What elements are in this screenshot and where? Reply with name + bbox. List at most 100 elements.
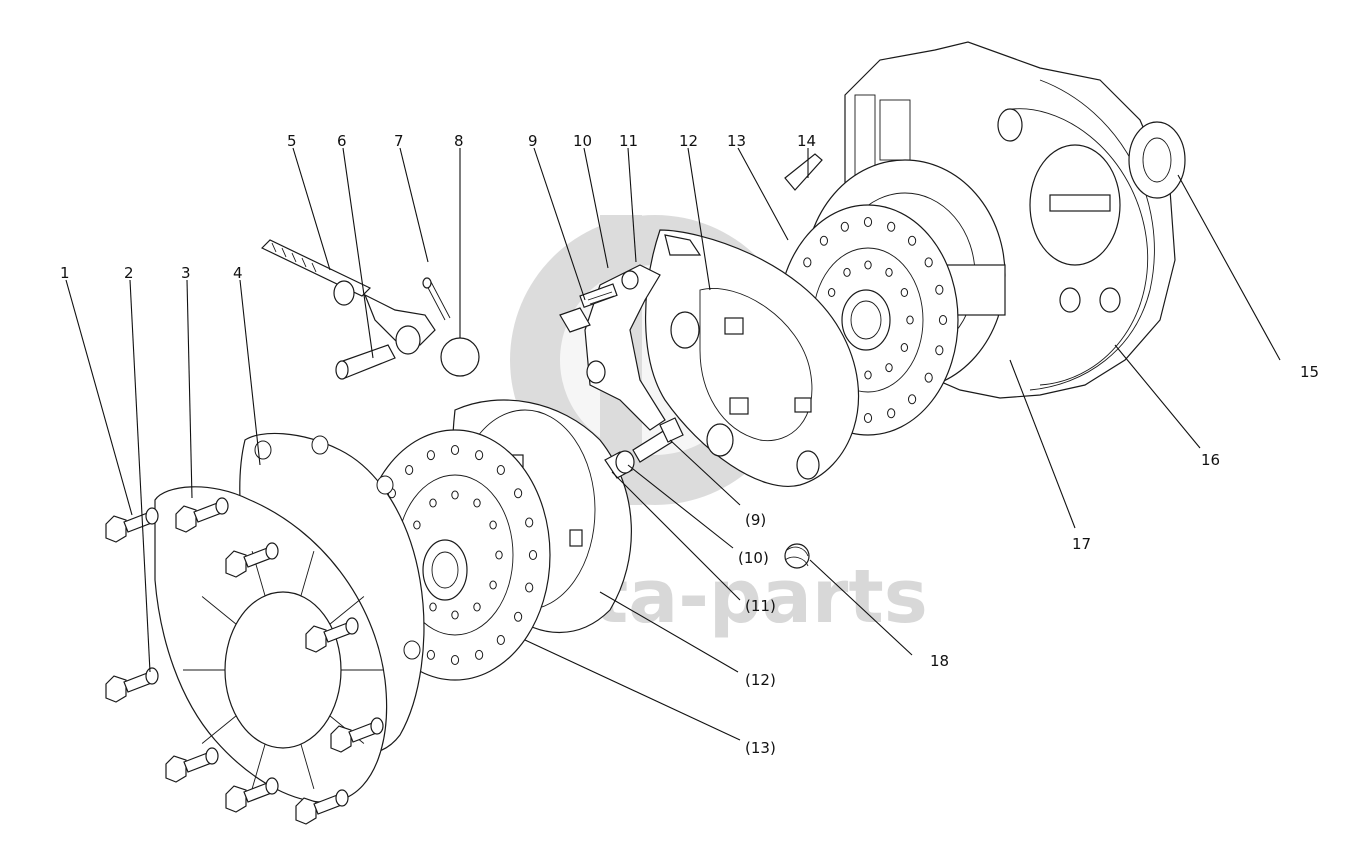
callout-10-paren: (10): [738, 549, 769, 567]
bolt-part-9: [559, 283, 618, 333]
bolt-head: [105, 515, 127, 543]
callout-12-paren: (12): [745, 671, 776, 689]
disc-hole: [938, 315, 948, 325]
disc-hole: [426, 649, 435, 660]
callout-5: 5: [287, 132, 297, 150]
disc-hole: [496, 634, 505, 645]
disc-hole: [885, 363, 893, 373]
disc-hole: [864, 370, 872, 380]
washer: [335, 789, 349, 807]
callout-11-paren: (11): [745, 597, 776, 615]
bolt-set-part-9-10-11: [604, 417, 684, 479]
bolt-head: [225, 550, 247, 578]
hex-bolt: [175, 497, 229, 533]
disc-hole: [935, 345, 944, 356]
brake-ring-part-12: [645, 229, 860, 487]
spring-part-18: [784, 543, 810, 569]
disc-hole: [525, 582, 534, 593]
callout-13-paren: (13): [745, 739, 776, 757]
disc-hole: [525, 517, 534, 528]
callout-labels: 1 2 3 4 5 6 7 8 9 10 11 12 13 14 15 16 1…: [60, 132, 1319, 757]
disc-hole: [429, 498, 437, 508]
disc-hole: [843, 267, 851, 277]
callout-11: 11: [619, 132, 638, 150]
disc-hole: [450, 655, 460, 665]
rod-part-5: [260, 239, 436, 355]
pin-part-6: [335, 344, 396, 380]
cover-rib: [201, 596, 237, 625]
disc-hole: [819, 235, 829, 246]
bolt-head: [165, 755, 187, 783]
ball-part-8: [440, 337, 480, 377]
disc-hole: [907, 235, 917, 246]
callout-13: 13: [727, 132, 746, 150]
hex-bolt: [105, 507, 159, 543]
disc-holes-lower: [372, 445, 538, 665]
disc-hole: [475, 450, 484, 461]
disc-hole: [495, 550, 503, 560]
disc-hole: [514, 611, 523, 622]
washer: [370, 717, 384, 735]
disc-hole: [450, 445, 460, 455]
callout-12: 12: [679, 132, 698, 150]
hex-bolt: [305, 617, 359, 653]
washer: [145, 667, 159, 685]
callout-15: 15: [1300, 363, 1319, 381]
callout-6: 6: [337, 132, 347, 150]
disc-hole: [429, 602, 437, 612]
disc-hole: [864, 260, 872, 270]
disc-hole: [924, 372, 933, 383]
bolt-head: [330, 725, 352, 753]
hex-bolt: [225, 542, 279, 578]
washer: [215, 497, 229, 515]
callout-2: 2: [124, 264, 134, 282]
bolt-head: [105, 675, 127, 703]
cover-rib: [300, 744, 315, 790]
leader-lines: [65, 147, 1281, 741]
bolt-head: [225, 785, 247, 813]
cotter-pin-part-7: [422, 277, 451, 321]
disc-hole: [907, 394, 917, 405]
callout-17: 17: [1072, 535, 1091, 553]
lever-bracket-part-11: [584, 264, 666, 431]
hex-bolt: [225, 777, 279, 813]
disc-hole: [451, 490, 459, 500]
disc-hole: [475, 649, 484, 660]
callout-16: 16: [1201, 451, 1220, 469]
disc-hole: [451, 610, 459, 620]
disc-hole: [413, 520, 421, 530]
hex-bolt: [295, 789, 349, 825]
washer: [145, 507, 159, 525]
disc-hole: [803, 257, 812, 268]
callout-8: 8: [454, 132, 464, 150]
callout-18: 18: [930, 652, 949, 670]
washer: [265, 542, 279, 560]
hex-bolt: [105, 667, 159, 703]
disc-hole: [496, 465, 505, 476]
screw-part-14: [784, 153, 823, 191]
disc-hole: [473, 602, 481, 612]
hex-bolt: [330, 717, 384, 753]
disc-hole: [840, 221, 849, 232]
disc-hole: [528, 550, 538, 560]
disc-hole: [489, 520, 497, 530]
callout-3: 3: [181, 264, 191, 282]
washer: [345, 617, 359, 635]
disc-hole: [827, 288, 836, 297]
callout-10: 10: [573, 132, 592, 150]
callout-1: 1: [60, 264, 70, 282]
disc-hole: [514, 488, 523, 499]
disc-hole: [900, 343, 909, 352]
bolt-head: [295, 797, 317, 825]
disc-hole: [887, 221, 896, 232]
cover-rib: [201, 715, 237, 744]
disc-hole: [906, 315, 914, 325]
bolts-part-1: [105, 497, 384, 825]
disc-hole: [426, 450, 435, 461]
disc-hole: [924, 257, 933, 268]
disc-hole: [473, 498, 481, 508]
disc-hole: [900, 288, 909, 297]
cover-rib: [251, 744, 266, 790]
disc-hole: [935, 284, 944, 295]
